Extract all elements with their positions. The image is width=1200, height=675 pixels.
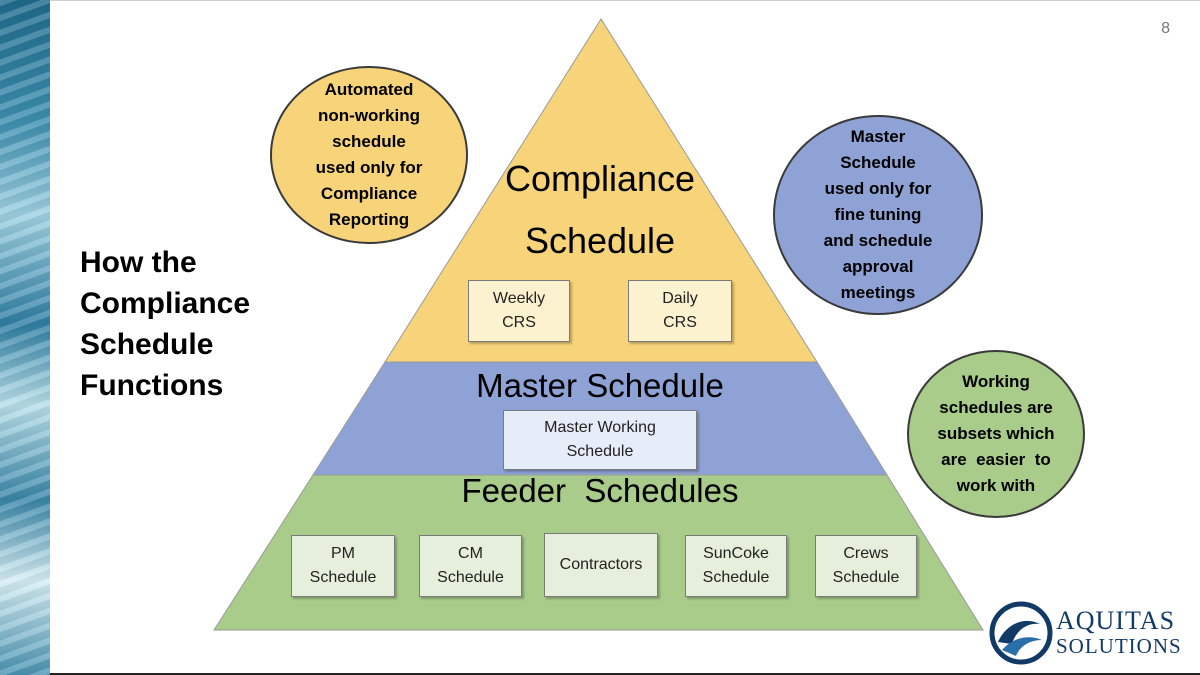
compliance-note-line: Compliance xyxy=(320,184,418,203)
suncoke-schedule-line2: Schedule xyxy=(702,569,770,586)
wave-swirl-icon xyxy=(989,601,1053,665)
master-note-line: meetings xyxy=(840,283,916,302)
company-logo-text: AQUITAS SOLUTIONS xyxy=(1056,606,1182,659)
working-note-line: are easier to xyxy=(941,450,1051,469)
master-note-line: approval xyxy=(842,257,914,276)
pm-schedule-line2: Schedule xyxy=(309,569,377,586)
slide-number: 8 xyxy=(1161,20,1170,37)
master-note-line: Schedule xyxy=(840,153,916,172)
suncoke-schedule-line1: SunCoke xyxy=(703,545,769,562)
slide-title: How the Compliance Schedule Functions xyxy=(80,246,251,402)
weekly-crs-line2: CRS xyxy=(502,314,536,331)
compliance-note-line: Automated xyxy=(324,80,414,99)
daily-crs-line2: CRS xyxy=(663,314,697,331)
master-working-schedule-box: Master Working Schedule xyxy=(503,410,697,470)
working-note-bubble: Working schedules are subsets which are … xyxy=(907,350,1085,518)
compliance-note-line: used only for xyxy=(315,158,423,177)
contractors-line1: Contractors xyxy=(559,556,643,573)
compliance-note-bubble: Automated non-working schedule used only… xyxy=(270,66,468,244)
daily-crs-line1: Daily xyxy=(662,290,698,307)
crews-schedule-line1: Crews xyxy=(843,545,889,562)
working-note-line: schedules are xyxy=(939,398,1053,417)
crews-schedule-line2: Schedule xyxy=(832,569,900,586)
master-note-line: fine tuning xyxy=(834,205,922,224)
cm-schedule-box: CM Schedule xyxy=(419,535,522,597)
compliance-note-line: non-working xyxy=(318,106,420,125)
working-note-line: work with xyxy=(956,476,1036,495)
weekly-crs-line1: Weekly xyxy=(492,290,546,307)
working-note-line: subsets which xyxy=(937,424,1055,443)
pm-schedule-line1: PM xyxy=(331,545,355,562)
pm-schedule-box: PM Schedule xyxy=(291,535,395,597)
master-note-line: and schedule xyxy=(823,231,933,250)
master-working-line2: Schedule xyxy=(566,443,634,460)
compliance-note-line: schedule xyxy=(332,132,406,151)
master-working-line1: Master Working xyxy=(544,419,656,436)
working-note-line: Working xyxy=(962,372,1030,391)
daily-crs-box: Daily CRS xyxy=(628,280,732,342)
master-note-line: Master xyxy=(850,127,906,146)
compliance-layer-label-line2: Schedule xyxy=(524,220,676,261)
contractors-box: Contractors xyxy=(544,533,658,597)
compliance-layer-label-line1: Compliance xyxy=(504,158,696,199)
suncoke-schedule-box: SunCoke Schedule xyxy=(685,535,787,597)
logo-line1: AQUITAS xyxy=(1056,606,1176,635)
decorative-side-strip xyxy=(0,0,50,675)
crews-schedule-box: Crews Schedule xyxy=(815,535,917,597)
logo-line2: SOLUTIONS xyxy=(1056,634,1182,658)
weekly-crs-box: Weekly CRS xyxy=(468,280,570,342)
master-layer-label: Master Schedule xyxy=(476,367,724,404)
master-note-line: used only for xyxy=(824,179,932,198)
cm-schedule-line2: Schedule xyxy=(437,569,504,586)
feeder-layer-label: Feeder Schedules xyxy=(461,472,739,509)
compliance-note-line: Reporting xyxy=(328,210,410,229)
cm-schedule-line1: CM xyxy=(458,545,483,562)
master-note-bubble: Master Schedule used only for fine tunin… xyxy=(773,115,983,315)
slide-frame xyxy=(50,0,1200,675)
